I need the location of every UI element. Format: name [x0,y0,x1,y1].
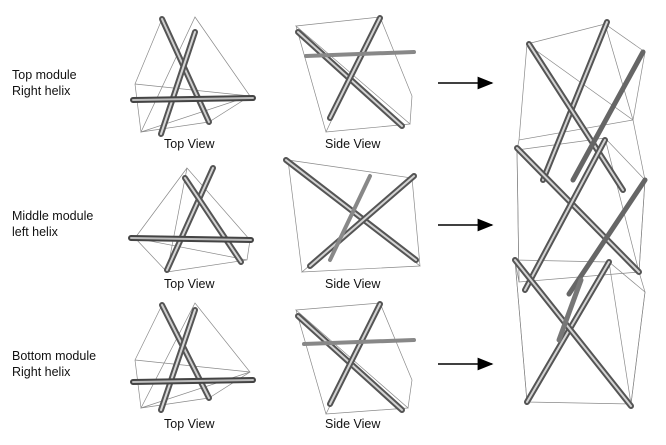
top-view-caption: Top View [164,137,215,151]
module-name: Middle module [12,209,94,223]
rods [130,16,256,137]
module-helix: Right helix [12,365,71,379]
top-view-caption: Top View [164,277,215,291]
rods [128,165,254,273]
cables [295,16,413,133]
module-name: Top module [12,68,77,82]
middle-module-side-view [283,157,421,273]
side-view-caption: Side View [325,137,381,151]
module-name: Bottom module [12,349,97,363]
arrow-middle-module [438,218,494,232]
row-label-top-module: Top module Right helix [12,67,77,99]
tower-rods [512,19,648,409]
cables [287,159,421,273]
top-view-caption: Top View [164,417,215,431]
side-view-caption: Side View [325,277,381,291]
arrow-bottom-module [438,357,494,371]
top-module-side-view [295,15,416,133]
arrow-top-module [438,76,494,90]
bottom-module-side-view [295,301,416,415]
side-view-caption: Side View [325,417,381,431]
assembled-tensegrity-tower [512,19,648,409]
rods [295,15,416,129]
rods [283,157,419,269]
rods [130,302,256,413]
top-module-top-view [130,16,256,137]
middle-module-top-view [128,165,254,273]
module-helix: Right helix [12,84,71,98]
row-label-middle-module: Middle module left helix [12,208,93,240]
bottom-module-top-view [130,302,256,413]
rods [295,301,416,413]
module-helix: left helix [12,225,58,239]
row-label-bottom-module: Bottom module Right helix [12,348,96,380]
cables [295,302,413,415]
